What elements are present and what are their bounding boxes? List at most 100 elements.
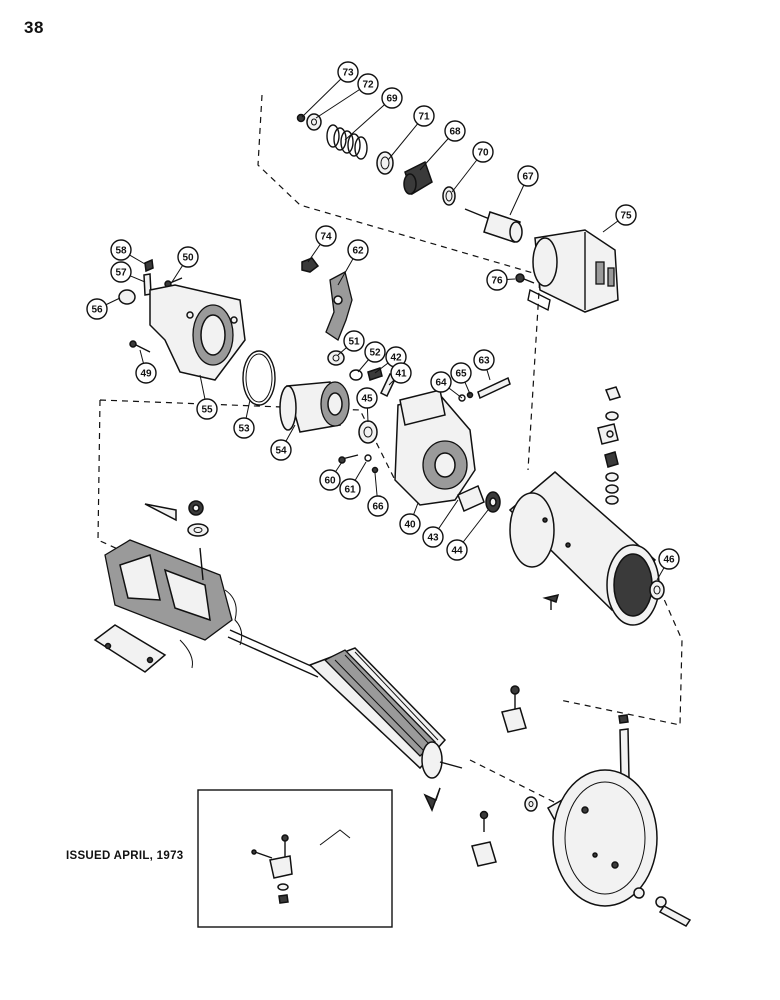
callout-number: 66: [372, 502, 384, 513]
callout-42: 42: [374, 346, 407, 374]
stud-washer: [458, 394, 466, 402]
callout-number: 53: [238, 424, 250, 435]
oil-wick: [144, 258, 154, 273]
callout-bubble: [413, 105, 435, 127]
callout-52: 52: [357, 341, 386, 373]
callout-number: 61: [344, 485, 356, 496]
callout-number: 72: [362, 80, 374, 91]
brush-holder-lower: [471, 841, 497, 867]
lever-bushing: [327, 350, 345, 366]
callout-bubble: [472, 141, 494, 163]
callout-54: 54: [270, 424, 296, 461]
callout-number: 69: [386, 94, 398, 105]
drive-pinion: [279, 381, 350, 433]
field-frame: [508, 471, 660, 626]
field-frame-washer: [649, 580, 665, 600]
terminal-stud: [477, 376, 511, 400]
callout-45: 45: [356, 387, 378, 423]
callout-bubble: [347, 239, 369, 261]
callout-number: 45: [361, 394, 373, 405]
brush-screw-lower: [479, 810, 489, 832]
shift-lever: [325, 271, 353, 341]
callout-64: 64: [430, 371, 463, 399]
page-number: 38: [24, 18, 44, 37]
armature-washer: [524, 796, 538, 812]
callout-bubble: [658, 548, 680, 570]
coil-terminal-washer: [187, 523, 209, 537]
callout-number: 56: [91, 305, 103, 316]
callout-76: 76: [486, 269, 516, 291]
callout-number: 52: [369, 348, 381, 359]
callout-bubble: [233, 417, 255, 439]
housing-screw-bottom: [129, 340, 151, 353]
solenoid-switch: [527, 229, 619, 313]
solenoid-group-outline: [257, 94, 541, 471]
callout-bubble: [367, 495, 389, 517]
callout-leader-line: [301, 71, 349, 118]
callout-bubble: [517, 165, 539, 187]
callout-51: 51: [337, 330, 365, 356]
brush-spring: [423, 787, 441, 812]
callout-50: 50: [171, 246, 199, 283]
callout-bubble: [430, 371, 452, 393]
plunger-seal-ring: [376, 151, 394, 175]
stud-nut: [466, 391, 474, 399]
callout-number: 46: [663, 555, 675, 566]
callout-number: 44: [451, 546, 463, 557]
callout-number: 55: [201, 405, 213, 416]
callout-number: 67: [522, 172, 534, 183]
callout-74: 74: [307, 225, 337, 263]
callout-bubble: [339, 478, 361, 500]
end-plate-bolt: [655, 896, 692, 927]
through-bolt: [618, 714, 630, 780]
terminal-hardware-stack: [597, 386, 622, 505]
callout-number: 43: [427, 533, 439, 544]
plunger-contact: [403, 160, 433, 196]
frame-washer: [364, 454, 372, 462]
callout-bubble: [422, 526, 444, 548]
callout-72: 72: [315, 73, 379, 119]
callout-53: 53: [233, 399, 255, 439]
drive-housing: [149, 284, 246, 381]
callout-bubble: [135, 362, 157, 384]
callout-number: 49: [140, 369, 152, 380]
frame-screw: [338, 454, 359, 464]
callout-bubble: [473, 349, 495, 371]
callout-bubble: [615, 204, 637, 226]
callout-43: 43: [422, 499, 459, 548]
housing-gasket: [242, 350, 276, 406]
callout-bubble: [357, 73, 379, 95]
callout-bubble: [399, 513, 421, 535]
callout-number: 60: [324, 476, 336, 487]
callout-bubble: [270, 439, 292, 461]
callout-68: 68: [419, 120, 466, 171]
field-frame-screw: [542, 593, 560, 610]
callout-70: 70: [451, 141, 494, 193]
commutator-end-plate: [552, 769, 658, 907]
callout-bubble: [196, 398, 218, 420]
lever-pin: [367, 367, 383, 381]
callout-number: 65: [455, 369, 467, 380]
callout-number: 57: [115, 268, 127, 279]
callout-number: 74: [320, 232, 332, 243]
callout-67: 67: [509, 165, 539, 216]
plunger-spring: [326, 124, 368, 160]
callout-bubble: [364, 341, 386, 363]
callout-bubble: [486, 269, 508, 291]
callout-bubble: [381, 87, 403, 109]
callout-number: 63: [478, 356, 490, 367]
callout-56: 56: [86, 297, 121, 320]
callout-bubble: [343, 330, 365, 352]
callout-63: 63: [473, 349, 495, 381]
end-plate-washer: [633, 887, 645, 899]
callout-49: 49: [135, 349, 157, 384]
callout-number: 51: [348, 337, 360, 348]
callout-41: 41: [388, 362, 412, 386]
callout-bubble: [110, 239, 132, 261]
callout-57: 57: [110, 261, 146, 283]
callout-bubble: [390, 362, 412, 384]
solenoid-screw: [515, 273, 535, 284]
inset-box: [197, 789, 393, 928]
callout-bubble: [315, 225, 337, 247]
